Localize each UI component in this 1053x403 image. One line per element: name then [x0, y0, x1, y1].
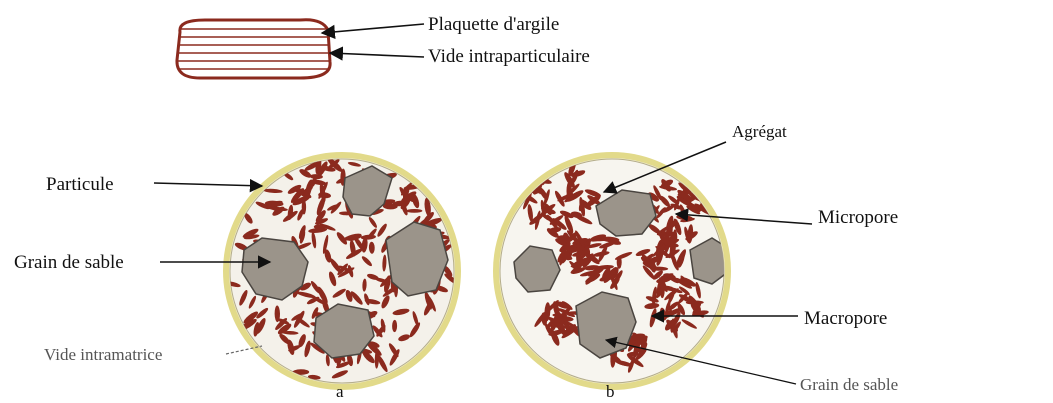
clay-plate [176, 20, 334, 78]
arrow-particule [154, 183, 262, 186]
arrow-vide-intra [330, 53, 424, 57]
arrow-plaquette [322, 24, 424, 33]
clay-particle [406, 209, 422, 213]
label-agregat: Agrégat [732, 122, 787, 141]
label-plaquette: Plaquette d'argile [428, 14, 559, 35]
aggregate-particle [617, 256, 622, 269]
label-panel-b: b [606, 382, 615, 401]
label-vide-matrice: Vide intramatrice [44, 345, 162, 364]
label-grain-b: Grain de sable [800, 375, 898, 394]
label-micropore: Micropore [818, 207, 898, 228]
label-particule: Particule [46, 174, 114, 195]
label-grain-a: Grain de sable [14, 252, 124, 273]
clay-particle [302, 200, 306, 215]
label-macropore: Macropore [804, 308, 887, 329]
label-panel-a: a [336, 382, 344, 401]
panel-b [496, 155, 728, 387]
panel-a [225, 155, 459, 387]
label-vide-intra: Vide intraparticulaire [428, 46, 590, 67]
